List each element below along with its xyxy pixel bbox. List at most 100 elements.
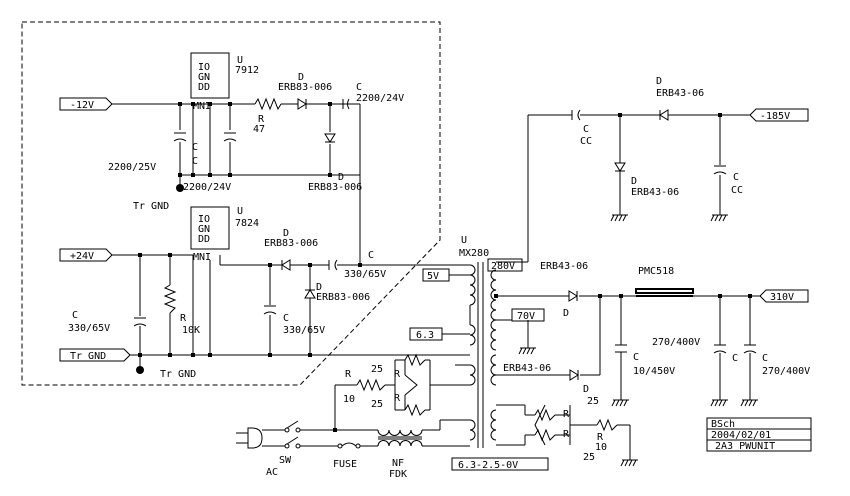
regulator-7824-dd: DD [198,234,210,245]
regulator-7824-gn: GN [198,224,210,235]
diode-erb83-24v-shunt [304,289,316,299]
regulator-7824-ref: U [237,206,243,217]
resistor-r-heater-a-ref: R [563,409,570,420]
diode-erb43-185v-shunt [614,162,626,172]
tr-gnd-node-top [176,184,184,192]
port-310v: 310V [759,289,809,303]
capacitor-330-65v-series-value: 330/65V [344,269,386,280]
regulator-7912-gn: GN [198,72,210,83]
diode-erb83-24v-series-part: ERB83-006 [264,238,318,249]
plus-24v-rail [112,254,470,370]
resistor-25-heater-bottom-value: 25 [583,452,595,463]
diode-erb83-vertical-ref: D [338,172,344,183]
tr-gnd-node-bottom [136,366,144,374]
diode-erb83-24v-shunt-part: ERB83-006 [316,292,370,303]
capacitor-cc-shunt-value: CC [731,185,743,196]
diode-erb83-vertical [324,133,336,143]
capacitor-2200-25v-value: 2200/25V [108,162,156,173]
capacitor-330-65v-series-ref: C [368,250,374,261]
ground-symbol-310v-b [710,399,728,407]
ac-label: AC [266,467,278,478]
resistor-25-lower-value: 25 [371,399,383,410]
resistor-10-primary [356,378,386,392]
capacitor-cc-series-ref: C [583,124,589,135]
capacitor-330-65v-input-ref: C [72,310,78,321]
port-tr-gnd: Tr_GND [59,348,131,362]
diode-erb83-top-part: ERB83-006 [278,82,332,93]
diode-erb83-24v-series [281,259,291,271]
diode-erb43-185v-series-part: ERB43-06 [656,88,704,99]
diode-erb43-lower-ref: D [583,384,589,395]
capacitor-10-450v-ref: C [633,352,639,363]
choke-pmc518-part: PMC518 [638,266,674,277]
transformer-part: MX280 [459,248,489,259]
ground-symbol-310v-a [611,399,629,407]
ground-symbol-transformer [518,347,536,355]
resistor-10k-ref: R [180,313,187,324]
capacitor-270-400v-b-value: 270/400V [762,366,810,377]
junction-dots [138,102,752,432]
noise-filter-fdk [377,429,423,447]
port-minus-185v-label: -185V [760,111,790,122]
diode-erb43-lower-part: ERB43-06 [503,363,551,374]
title-block: BSch 2004/02/01 2A3 PWUNIT [706,417,812,452]
port-280v-label: 280V [491,261,515,272]
port-6-3v: 6.3 [409,327,443,341]
capacitor-330-65v-series [328,259,338,271]
capacitor-2200-25v-ref: C [192,142,198,153]
capacitor-330-65v-output [263,305,277,315]
fdk-label: FDK [389,469,407,480]
power-switch [284,420,301,449]
capacitor-cc-shunt [713,165,727,175]
regulator-7912-ref: U [237,55,243,66]
tr-gnd-label-bottom: Tr GND [160,369,196,380]
diode-erb43-185v-series-ref: D [656,76,662,87]
diode-erb83-24v-series-ref: D [283,228,289,239]
regulator-7824: IO GN DD MNI [190,206,230,263]
resistor-47-ref: R [258,114,265,125]
title-block-date: 2004/02/01 [711,430,771,441]
regulator-7824-part: 7824 [235,218,259,229]
port-minus-12v: -12V [59,97,113,111]
capacitor-330-65v-output-ref: C [283,313,289,324]
capacitor-10-450v [615,344,627,353]
capacitor-cc-series-value: CC [580,136,592,147]
port-280v: 280V [487,258,523,272]
resistor-10k-value: 10K [182,325,200,336]
resistor-10-heater-value: 10 [595,442,607,453]
resistor-r-heater-a [534,408,556,422]
capacitor-2200-24v-series [342,98,350,110]
ground-symbol-heater [620,459,638,467]
resistor-r-heater-b-ref: R [563,429,570,440]
regulator-7824-io: IO [198,214,210,225]
capacitor-270-400v-a-value: 270/400V [652,337,700,348]
diode-erb43-lower [569,369,579,381]
ground-symbol-185v-a [610,214,628,222]
resistor-10-heater-ref: R [597,432,604,443]
port-minus-185v: -185V [749,108,809,122]
port-tr-gnd-label: Tr_GND [70,351,106,362]
port-5v-label: 5V [427,271,439,282]
diode-erb43-upper [568,290,578,302]
transformer-mx280 [469,262,497,448]
capacitor-270-400v-a [713,344,727,354]
choke-pmc518 [635,288,694,297]
capacitor-cc-shunt-ref: C [733,172,739,183]
resistor-25-upper [404,353,426,367]
minus-185v-path [496,114,750,263]
ground-symbol-310v-c [740,399,758,407]
resistor-25-upper-value: 25 [371,364,383,375]
nf-label: NF [392,458,404,469]
diode-erb43-185v-shunt-part: ERB43-06 [631,187,679,198]
ac-input-wiring [262,359,470,447]
capacitor-270-400v-a-ref: C [732,353,738,364]
diode-erb43-185v-shunt-ref: D [631,176,637,187]
title-block-app: BSch [711,419,735,430]
capacitor-330-65v-input-value: 330/65V [68,323,110,334]
port-5v: 5V [422,268,450,282]
diode-erb83-top [297,98,313,110]
diode-erb43-upper-part: ERB43-06 [540,261,588,272]
fuse-label: FUSE [333,459,357,470]
capacitor-2200-24v-series-value: 2200/24V [356,93,404,104]
capacitor-330-65v-output-value: 330/65V [283,325,325,336]
